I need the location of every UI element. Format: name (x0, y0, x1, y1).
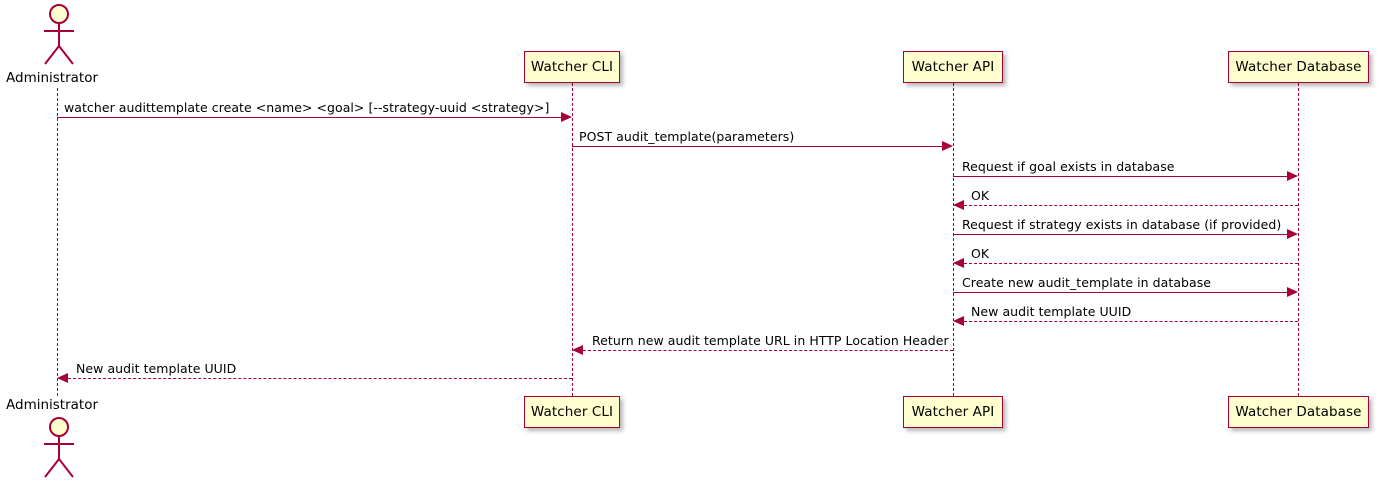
lifeline-watcher-api (953, 83, 954, 396)
message-line-2 (953, 176, 1287, 177)
participant-watcher-api-top[interactable]: Watcher API (903, 51, 1003, 83)
message-label-1: POST audit_template(parameters) (579, 129, 795, 144)
participant-watcher-cli-top[interactable]: Watcher CLI (524, 51, 620, 83)
message-line-9 (68, 378, 572, 379)
actor-administrator-bottom (44, 417, 74, 478)
message-line-7 (964, 321, 1298, 322)
message-arrowhead-7 (953, 316, 964, 326)
participant-watcher-api-bottom[interactable]: Watcher API (903, 396, 1003, 428)
message-line-6 (953, 292, 1287, 293)
actor-administrator-top (44, 4, 74, 65)
participant-watcher-database-top[interactable]: Watcher Database (1228, 51, 1369, 83)
message-arrowhead-1 (942, 141, 953, 151)
actor-label-administrator-bottom: Administrator (6, 397, 99, 413)
message-label-2: Request if goal exists in database (962, 159, 1175, 174)
message-label-8: Return new audit template URL in HTTP Lo… (592, 333, 949, 348)
message-arrowhead-0 (561, 112, 572, 122)
message-label-0: watcher audittemplate create <name> <goa… (64, 100, 550, 115)
message-line-8 (583, 350, 953, 351)
message-label-9: New audit template UUID (76, 361, 237, 376)
participant-watcher-database-bottom[interactable]: Watcher Database (1228, 396, 1369, 428)
message-arrowhead-3 (953, 200, 964, 210)
lifeline-watcher-database (1298, 83, 1299, 396)
message-label-4: Request if strategy exists in database (… (962, 217, 1282, 232)
message-label-7: New audit template UUID (971, 304, 1132, 319)
participant-watcher-cli-bottom[interactable]: Watcher CLI (524, 396, 620, 428)
lifeline-watcher-cli (572, 83, 573, 396)
message-arrowhead-9 (57, 373, 68, 383)
message-arrowhead-5 (953, 258, 964, 268)
message-line-4 (953, 234, 1287, 235)
message-label-3: OK (971, 188, 990, 203)
lifeline-administrator (57, 88, 58, 396)
message-line-1 (572, 146, 942, 147)
message-line-0 (57, 117, 561, 118)
message-line-3 (964, 205, 1298, 206)
message-arrowhead-4 (1287, 229, 1298, 239)
message-label-5: OK (971, 246, 990, 261)
message-arrowhead-6 (1287, 287, 1298, 297)
message-arrowhead-2 (1287, 171, 1298, 181)
actor-label-administrator-top: Administrator (6, 70, 99, 86)
message-label-6: Create new audit_template in database (962, 275, 1212, 290)
message-arrowhead-8 (572, 345, 583, 355)
message-line-5 (964, 263, 1298, 264)
